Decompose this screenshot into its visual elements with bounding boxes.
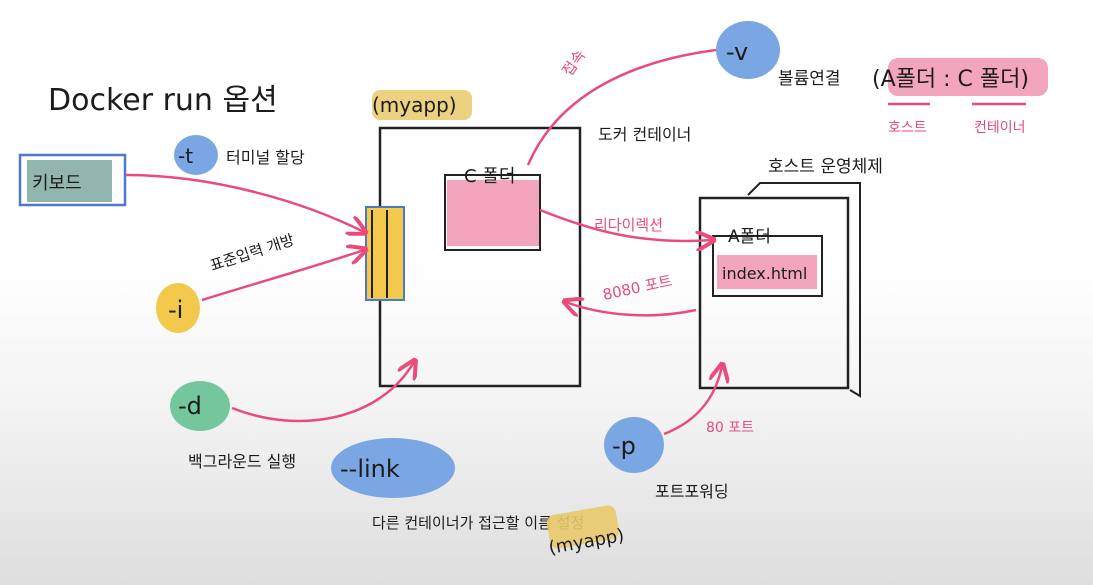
- container-name-highlight: [372, 90, 472, 120]
- option-p-flag: -p: [612, 432, 636, 460]
- option-d-circle: [170, 381, 230, 431]
- arrow-connect-label: 접속: [559, 46, 590, 79]
- arrow-i-to-stdin: [201, 250, 364, 302]
- arrow-80-label: 80 포트: [706, 420, 754, 436]
- arrow-keyboard-to-stdin: [125, 173, 364, 232]
- index-file-label: index.html: [722, 264, 807, 283]
- option-t-flag: -t: [178, 144, 193, 168]
- keyboard-label: 키보드: [32, 173, 82, 194]
- arrow-redirect-label: 리다이렉션: [594, 216, 663, 234]
- host-label: 호스트 운영체제: [768, 157, 883, 177]
- arrow-d-to-container: [231, 362, 414, 423]
- host-box-shadow: [747, 182, 861, 398]
- option-v-circle: [716, 21, 780, 79]
- keyboard-box: [18, 153, 127, 207]
- option-link-flag: --link: [340, 455, 400, 483]
- container-name: (myapp): [372, 93, 457, 117]
- option-v-desc: 볼륨연결: [778, 69, 841, 89]
- option-t-desc: 터미널 할당: [226, 148, 305, 167]
- option-t-circle: [174, 135, 218, 175]
- c-folder-box: [444, 174, 541, 251]
- option-link-desc: 다른 컨테이너가 접근할 이름 설정: [372, 514, 584, 532]
- index-file-fill: [717, 255, 817, 289]
- page-title: Docker run 옵션: [48, 83, 278, 118]
- link-example-highlight: [546, 505, 620, 549]
- option-i-circle: [156, 283, 200, 333]
- option-p-circle: [604, 417, 664, 473]
- keyboard-fill: [27, 160, 112, 202]
- arrow-p-to-host: [663, 366, 722, 436]
- arrow-redirect: [539, 208, 712, 241]
- c-folder-fill: [447, 180, 539, 246]
- container-label: 도커 컨테이너: [598, 125, 691, 144]
- c-folder-label: C 폴더: [464, 166, 515, 187]
- arrow-8080: [566, 302, 697, 315]
- option-d-flag: -d: [178, 392, 202, 420]
- option-i-desc: 표준입력 개방: [208, 231, 297, 275]
- option-v-flag: -v: [726, 38, 748, 66]
- arrow-8080-label: 8080 포트: [601, 272, 674, 304]
- host-box: [698, 196, 850, 390]
- volume-container-label: 컨테이너: [974, 120, 1026, 136]
- volume-mapping: (A폴더 : C 폴더): [872, 67, 1029, 92]
- arrow-v-to-c-folder: [526, 48, 717, 166]
- a-folder-box: [712, 235, 823, 297]
- option-link-circle: [331, 438, 455, 498]
- a-folder-label: A폴더: [728, 227, 771, 247]
- volume-host-label: 호스트: [888, 120, 927, 136]
- option-i-flag: -i: [168, 296, 183, 324]
- option-d-desc: 백그라운드 실행: [188, 452, 296, 471]
- volume-mapping-highlight: [888, 58, 1048, 96]
- option-p-desc: 포트포워딩: [655, 482, 729, 501]
